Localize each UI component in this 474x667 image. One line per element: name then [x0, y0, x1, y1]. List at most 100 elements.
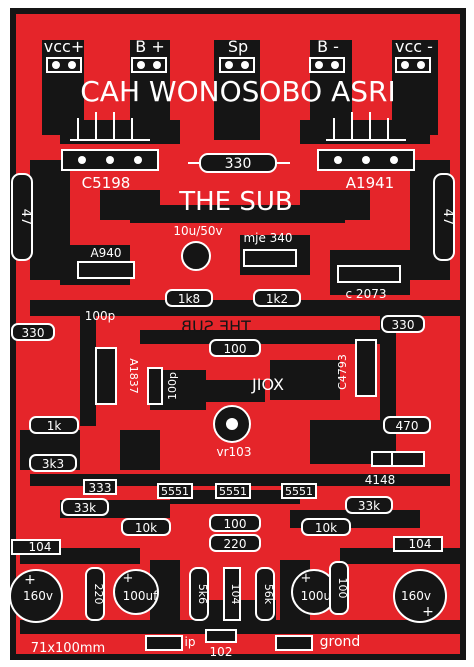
resistor-330-top: 330 — [188, 153, 290, 173]
c2073-label: c 2073 — [346, 287, 387, 301]
r47-right-label: 47 — [440, 209, 455, 226]
mje340-label: mje 340 — [243, 231, 292, 245]
cap-104-left: 104 — [11, 539, 61, 555]
q5551-c-label: 5551 — [285, 485, 313, 498]
cap-104-right: 104 — [393, 536, 443, 552]
resistor-10k-right: 10k — [301, 518, 351, 536]
conn-label-vccm: vcc - — [395, 37, 433, 56]
c4793-transistor — [355, 339, 377, 397]
cap-333: 333 — [83, 479, 117, 495]
c100p-mid-label: 100p — [166, 372, 179, 400]
cap-100uf-right: + 100uf — [291, 569, 337, 615]
c104-vert-label: 104 — [229, 584, 242, 605]
r10k-right-label: 10k — [315, 521, 337, 535]
resistor-1k8: 1k8 — [165, 289, 213, 307]
board-title: CAH WONOSOBO ASRI — [80, 75, 395, 108]
brand-logo: JIOX — [251, 375, 284, 394]
resistor-56k: 56k — [255, 567, 275, 621]
c2073-transistor — [337, 265, 401, 283]
grond-label: grond — [320, 634, 361, 650]
resistor-220-mid: 220 — [209, 534, 261, 552]
cap-102 — [205, 629, 237, 643]
cap100uf-right-label: 100uf — [301, 589, 337, 603]
ground-connector — [275, 635, 313, 651]
conn-label-sp: Sp — [228, 37, 248, 56]
q5551-b-label: 5551 — [219, 485, 247, 498]
c333-label: 333 — [89, 481, 112, 495]
r5k6-label: 5k6 — [196, 584, 209, 604]
resistor-330-right: 330 — [381, 315, 425, 333]
r1k8-label: 1k8 — [178, 292, 200, 306]
board-subtitle: THE SUB — [178, 187, 293, 217]
resistor-470: 470 — [383, 416, 431, 434]
cap-100p-mid — [147, 367, 163, 405]
r330-top-label: 330 — [225, 156, 252, 172]
resistor-33k-left: 33k — [61, 498, 109, 516]
c5198-label: C5198 — [82, 174, 131, 192]
q5551-a: 5551 — [157, 483, 193, 499]
resistor-330-left: 330 — [11, 323, 55, 341]
a1941-label: A1941 — [346, 174, 394, 192]
svg-text:+: + — [422, 604, 434, 620]
r220-vert-label: 220 — [92, 584, 105, 605]
r3k3-label: 3k3 — [42, 457, 64, 471]
q5551-c: 5551 — [281, 483, 317, 499]
cap-160v-left: + 160v — [9, 569, 63, 623]
cap-100uf-left: + 100uf — [113, 569, 159, 615]
diode-4148: 4148 — [365, 451, 425, 487]
cap-10u-label: 10u/50v — [173, 224, 222, 238]
a1941-transistor: A1941 — [317, 112, 415, 192]
q5551-b: 5551 — [215, 483, 251, 499]
input-connector — [145, 635, 183, 651]
resistor-10k-left: 10k — [121, 518, 171, 536]
c104-left-label: 104 — [29, 540, 52, 554]
r100-bottom-label: 100 — [224, 517, 247, 531]
c4793-label: C4793 — [336, 354, 349, 390]
r1k-label: 1k — [47, 419, 62, 433]
cap160-right-label: 160v — [401, 589, 431, 603]
c5198-transistor: C5198 — [61, 112, 159, 192]
conn-label-bm: B - — [317, 37, 339, 56]
resistor-33k-right: 33k — [345, 496, 393, 514]
resistor-100-mid: 100 — [209, 339, 261, 357]
resistor-5k6: 5k6 — [189, 567, 209, 621]
top-connectors: vcc+ B + Sp B - vcc - — [44, 37, 433, 73]
resistor-47-right: 47 — [433, 173, 455, 261]
vr103-label: vr103 — [217, 445, 252, 459]
mje340-transistor — [243, 249, 297, 267]
resistor-1k2: 1k2 — [253, 289, 301, 307]
c104-right-label: 104 — [409, 537, 432, 551]
cap100uf-left-label: 100uf — [123, 589, 159, 603]
cap-160v-right: + 160v — [393, 569, 447, 623]
cap-10u — [181, 241, 211, 271]
resistor-3k3: 3k3 — [29, 454, 77, 472]
r47-left-label: 47 — [18, 209, 33, 226]
board-size-label: 71x100mm — [31, 641, 105, 656]
r33k-right-label: 33k — [358, 499, 380, 513]
r220-mid-label: 220 — [224, 537, 247, 551]
r1k2-label: 1k2 — [266, 292, 288, 306]
r56k-label: 56k — [262, 584, 275, 605]
a940-transistor — [77, 261, 135, 279]
r33k-left-label: 33k — [74, 501, 96, 515]
a1837-transistor — [95, 347, 117, 405]
conn-label-vccp: vcc+ — [44, 37, 84, 56]
svg-text:+: + — [301, 571, 312, 586]
r330-left-label: 330 — [22, 326, 45, 340]
r100-mid-label: 100 — [224, 342, 247, 356]
c100p-left-label: 100p — [85, 309, 116, 323]
ip-label: ip — [185, 635, 196, 649]
svg-text:+: + — [123, 571, 134, 586]
resistor-1k: 1k — [29, 416, 79, 434]
r470-label: 470 — [396, 419, 419, 433]
resistor-100-vert: 100 — [329, 561, 349, 615]
svg-text:+: + — [24, 572, 36, 588]
cap-104-vert: 104 — [223, 567, 242, 621]
trimmer-vr103: vr103 — [213, 405, 252, 459]
cap160-left-label: 160v — [23, 589, 53, 603]
d4148-label: 4148 — [365, 473, 396, 487]
mirrored-subtitle: THE SUB — [181, 317, 252, 336]
resistor-220-vert: 220 — [85, 567, 105, 621]
r100-vert-label: 100 — [336, 578, 349, 599]
